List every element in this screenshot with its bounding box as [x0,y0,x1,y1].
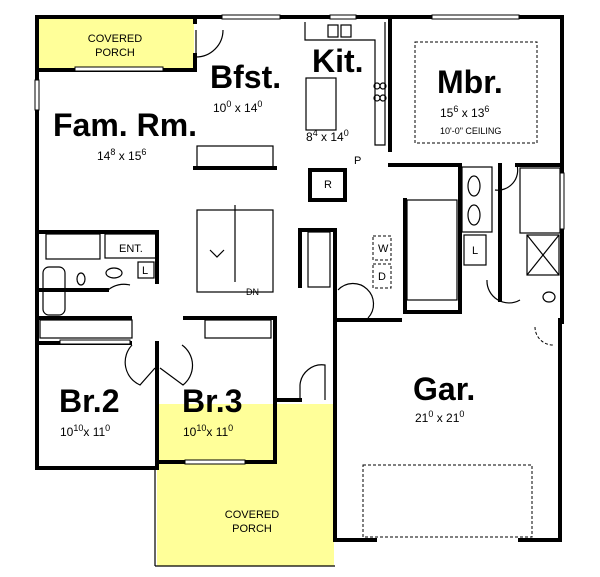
room-name-br2: Br.2 [59,383,119,419]
covered-porch-bottom-fill [157,404,334,566]
interior-walls [35,163,564,322]
hall-bath-fixtures [39,233,272,339]
covered-porch-top-fill [38,19,194,69]
toilet [542,291,556,303]
porch-top-label-2: PORCH [95,47,135,59]
bathtub [42,266,66,316]
entertainment-center [104,233,158,259]
kitchen-island [305,77,337,131]
room-dim-fam: 148 x 156 [97,147,146,163]
master-bath-fixtures [406,166,561,303]
tub [519,167,561,234]
toilet [76,272,86,286]
room-name-br3: Br.3 [182,383,242,419]
staircase [196,145,274,293]
laundry [307,231,392,289]
entertainment-label: ENT. [119,243,143,255]
mbr-ceiling-note: 10'-0" CEILING [440,126,501,136]
room-dim-kit: 84 x 140 [306,128,349,144]
room-dim-br2: 1010x 110 [60,423,110,439]
porch-bottom-label-2: PORCH [232,523,272,535]
porch-top-label-1: COVERED [88,33,142,45]
room-name-mbr: Mbr. [437,64,503,100]
room-name-gar: Gar. [413,371,475,407]
room-name-bfst: Bfst. [210,59,281,95]
porch-bottom-label-1: COVERED [225,509,279,521]
doors [107,29,554,400]
stairs-down-label: DN [246,287,259,297]
closet-br2 [39,319,133,339]
dryer-label: D [378,271,386,283]
stair-arrow-icon [209,249,225,258]
walk-in-closet [406,199,458,301]
pantry-label: P [354,155,361,167]
linen-hall-label: L [142,265,148,277]
refrigerator-label: R [324,179,332,191]
sink [105,267,123,279]
closet-br3 [204,319,272,339]
shower [526,234,560,276]
washer-label: W [378,243,389,255]
garage-door-outline [362,464,533,538]
room-dim-gar: 210 x 210 [415,409,464,425]
room-name-kit: Kit. [312,43,364,79]
room-name-fam: Fam. Rm. [53,107,197,143]
room-dim-bfst: 100 x 140 [213,99,262,115]
room-dim-br3: 1010x 110 [183,423,233,439]
fireplace [45,233,101,260]
kitchen-counters [304,22,387,146]
linen-master-label: L [472,245,478,257]
room-dim-mbr: 156 x 136 [440,104,489,120]
mbr-ceiling-outline [414,41,538,144]
